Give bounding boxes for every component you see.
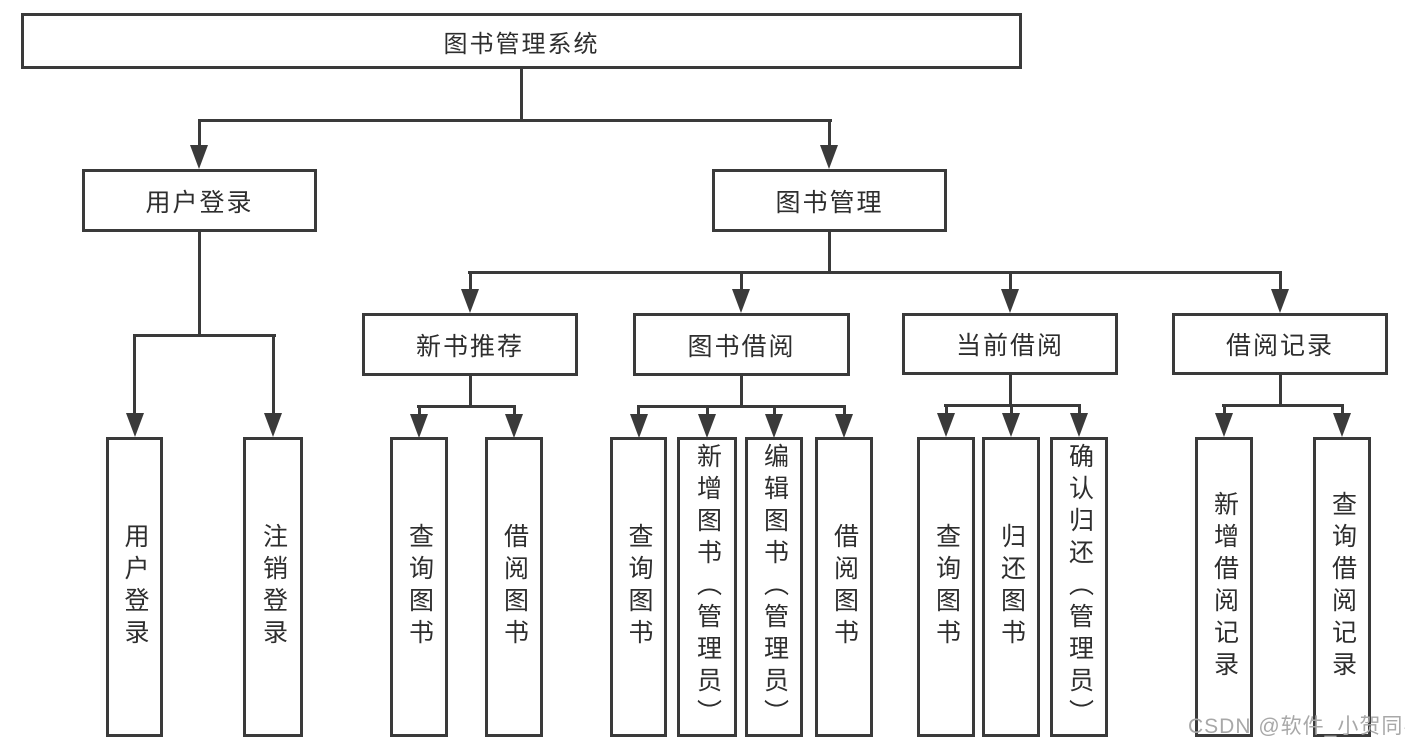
connector-drop xyxy=(843,405,846,417)
node-current-borrow: 当前借阅 xyxy=(902,313,1118,375)
arrowhead-leaf xyxy=(1215,413,1233,437)
node-label: 归还图书 xyxy=(997,523,1026,651)
leaf-bb-add-book-admin: 新增图书（管理员） xyxy=(677,437,737,737)
arrowhead-leaf-login xyxy=(126,413,144,437)
node-book-management: 图书管理 xyxy=(712,169,947,232)
node-label: 查询图书 xyxy=(932,523,961,651)
node-label: 新增借阅记录 xyxy=(1210,491,1239,683)
connector-drop-book-borrow xyxy=(740,271,743,293)
leaf-nb-borrow-book: 借阅图书 xyxy=(485,437,543,737)
connector-drop-borrow-records xyxy=(1279,271,1282,293)
connector-root-stem xyxy=(520,66,523,121)
connector-level3-rail xyxy=(468,271,1282,274)
arrowhead-book-borrow xyxy=(732,289,750,313)
connector-current-borrow-stem xyxy=(1009,372,1012,407)
node-library-system: 图书管理系统 xyxy=(21,13,1022,69)
connector-drop-user-login xyxy=(198,119,201,149)
node-label: 借阅图书 xyxy=(500,523,529,651)
node-label: 编辑图书（管理员） xyxy=(760,443,789,731)
connector-drop xyxy=(1341,404,1344,417)
leaf-cb-return-book: 归还图书 xyxy=(982,437,1040,737)
leaf-bb-borrow-book: 借阅图书 xyxy=(815,437,873,737)
connector-drop xyxy=(637,405,640,417)
connector-user-login-stem xyxy=(198,230,201,336)
connector-borrow-records-rail xyxy=(1222,404,1344,407)
arrowhead-leaf-logout xyxy=(264,413,282,437)
arrowhead-leaf xyxy=(630,414,648,438)
leaf-br-query-record: 查询借阅记录 xyxy=(1313,437,1371,737)
connector-level2-rail xyxy=(198,119,832,122)
arrowhead-leaf xyxy=(698,414,716,438)
node-label: 用户登录 xyxy=(145,188,254,217)
arrowhead-book-mgmt xyxy=(820,145,838,169)
csdn-watermark: CSDN @软件_小贺同学 xyxy=(1188,715,1405,738)
arrowhead-leaf xyxy=(937,413,955,437)
arrowhead-leaf xyxy=(1070,413,1088,437)
connector-drop-leaf-logout xyxy=(272,334,275,417)
leaf-nb-query-book: 查询图书 xyxy=(390,437,448,737)
connector-drop xyxy=(1010,404,1013,417)
node-borrow-records: 借阅记录 xyxy=(1172,313,1388,375)
node-label: 注销登录 xyxy=(259,523,288,651)
arrowhead-leaf xyxy=(835,414,853,438)
arrowhead-leaf xyxy=(505,414,523,438)
node-user-login: 用户登录 xyxy=(82,169,317,232)
leaf-cb-query-book: 查询图书 xyxy=(917,437,975,737)
node-label: 图书管理 xyxy=(775,188,884,217)
leaf-bb-query-book: 查询图书 xyxy=(610,437,667,737)
node-label: 新书推荐 xyxy=(415,332,524,361)
node-label: 图书管理系统 xyxy=(443,30,600,58)
node-label: 图书借阅 xyxy=(687,332,796,361)
arrowhead-user-login xyxy=(190,145,208,169)
arrowhead-leaf xyxy=(410,414,428,438)
node-label: 查询图书 xyxy=(405,523,434,651)
connector-new-book-rail xyxy=(417,405,516,408)
connector-user-login-rail xyxy=(133,334,276,337)
connector-borrow-records-stem xyxy=(1279,372,1282,407)
arrowhead-borrow-records xyxy=(1271,289,1289,313)
leaf-cb-confirm-return-admin: 确认归还（管理员） xyxy=(1050,437,1108,737)
connector-drop xyxy=(945,404,948,417)
node-book-borrow: 图书借阅 xyxy=(633,313,850,376)
leaf-user-login: 用户登录 xyxy=(106,437,163,737)
node-label: 借阅图书 xyxy=(830,523,859,651)
node-label: 用户登录 xyxy=(121,523,149,651)
leaf-br-add-record: 新增借阅记录 xyxy=(1195,437,1253,737)
connector-drop xyxy=(513,405,516,417)
connector-drop xyxy=(773,405,776,417)
connector-drop xyxy=(418,405,421,417)
arrowhead-new-book xyxy=(461,289,479,313)
node-label: 借阅记录 xyxy=(1225,332,1334,360)
leaf-bb-edit-book-admin: 编辑图书（管理员） xyxy=(745,437,803,737)
arrowhead-leaf xyxy=(765,414,783,438)
node-label: 查询借阅记录 xyxy=(1328,491,1357,683)
connector-drop xyxy=(1223,404,1226,417)
node-label: 新增图书（管理员） xyxy=(693,443,722,731)
connector-book-borrow-rail xyxy=(637,405,846,408)
arrowhead-current-borrow xyxy=(1001,289,1019,313)
node-label: 确认归还（管理员） xyxy=(1065,443,1094,731)
connector-new-book-stem xyxy=(469,374,472,408)
node-new-book-recommend: 新书推荐 xyxy=(362,313,578,376)
node-label: 查询图书 xyxy=(625,523,653,651)
connector-book-borrow-stem xyxy=(740,374,743,408)
arrowhead-leaf xyxy=(1002,413,1020,437)
connector-drop xyxy=(706,405,709,417)
arrowhead-leaf xyxy=(1333,413,1351,437)
connector-drop xyxy=(1078,404,1081,417)
node-label: 当前借阅 xyxy=(955,332,1064,360)
leaf-logout: 注销登录 xyxy=(243,437,303,737)
connector-drop-book-mgmt xyxy=(828,119,831,149)
connector-drop-leaf-login xyxy=(133,334,136,417)
connector-book-mgmt-stem xyxy=(828,230,831,274)
connector-drop-new-book xyxy=(469,271,472,293)
connector-drop-current-borrow xyxy=(1009,271,1012,293)
